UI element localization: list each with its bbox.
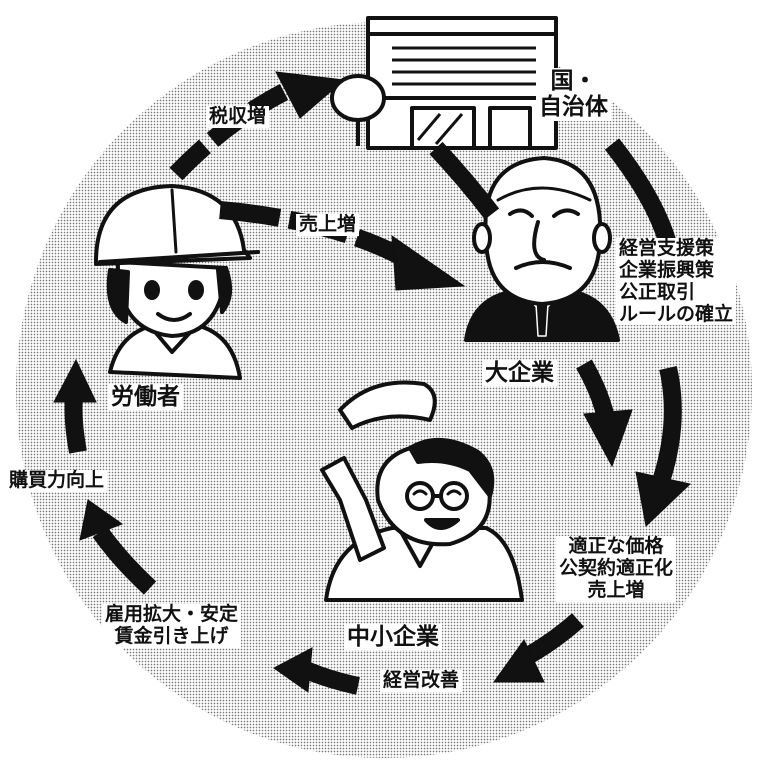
worker-figure-icon <box>94 184 260 380</box>
purchasing-power-label: 購買力向上 <box>6 469 108 492</box>
fair-price-label: 適正な価格 公契約適正化 売上増 <box>556 535 677 602</box>
large-company-label: 大企業 <box>482 360 557 387</box>
arrow-purchasing-to-worker <box>64 395 87 454</box>
worker-label: 労働者 <box>108 384 183 411</box>
arrow-head-support <box>635 471 692 527</box>
small-company-label: 中小企業 <box>344 624 442 651</box>
large-company-executive-icon <box>464 156 620 342</box>
small-company-owner-icon <box>320 380 524 602</box>
arrow-government-to-large-company <box>429 141 500 220</box>
arrow-employment-to-purchasing <box>92 526 157 595</box>
arrow-head-large-to-small <box>583 409 633 468</box>
arrow-head-sales-large <box>391 234 466 291</box>
arrow-head-purchasing <box>79 499 124 541</box>
arrow-head-improvement <box>493 639 545 683</box>
tax-increase-label: 税収増 <box>206 105 270 128</box>
employment-label: 雇用拡大・安定 賃金引き上げ <box>102 603 242 648</box>
government-label: 国・ 自治体 <box>536 68 611 121</box>
management-improvement-label: 経営改善 <box>380 669 463 692</box>
arrow-head-to-worker <box>53 358 97 403</box>
arrow-head-tax <box>275 71 346 119</box>
government-support-label: 経営支援策 企業振興策 公正取引 ルールの確立 <box>616 237 737 326</box>
arrow-head-employment <box>273 647 313 693</box>
sales-increase-label: 売上増 <box>296 213 360 236</box>
